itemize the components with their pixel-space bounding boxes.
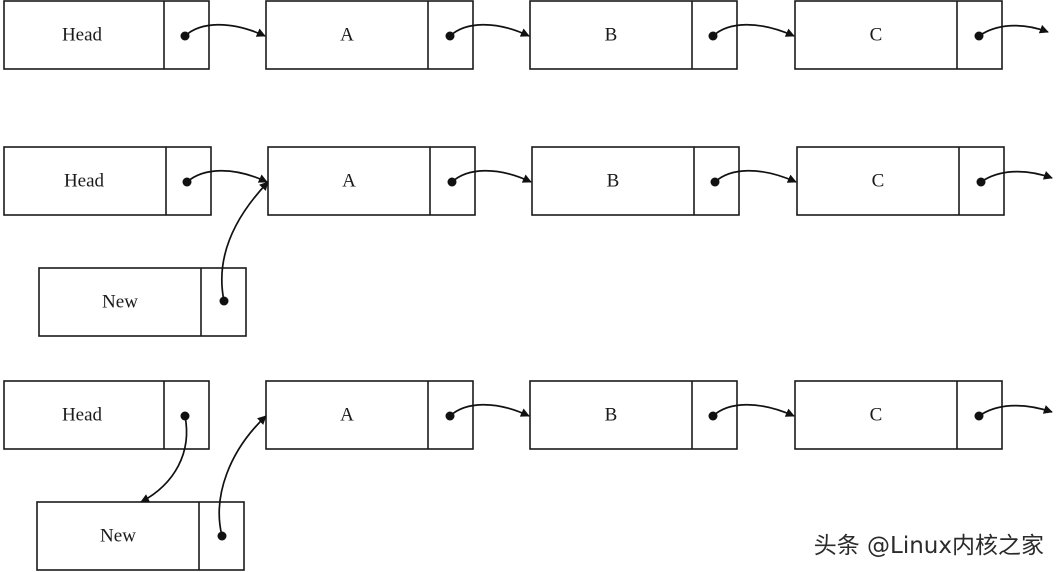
arrow-head-to-new [140, 415, 188, 503]
arrow-c-to-next [980, 170, 1053, 183]
node-label: New [102, 292, 138, 313]
node-label: A [340, 405, 354, 426]
row-1-node-a: A [265, 0, 474, 70]
node-label: A [342, 171, 356, 192]
arrow-new-to-a [220, 181, 269, 302]
row-2-new-node: New [38, 267, 247, 337]
node-label: Head [64, 171, 105, 192]
arrow-a-to-b [451, 169, 532, 183]
row-3-node-c: C [794, 380, 1003, 450]
arrow-c-to-next [978, 24, 1049, 37]
watermark: 头条 @Linux内核之家 [813, 533, 1044, 559]
arrow-a-to-b [449, 23, 530, 37]
row-1-initial-list: Head A B C [3, 0, 1049, 70]
node-label: New [100, 526, 136, 547]
arrow-b-to-c [714, 169, 797, 183]
arrow-a-to-b [449, 403, 530, 417]
row-3-new-node: New [36, 501, 245, 571]
row-2-head-node: Head [3, 146, 212, 216]
node-label: B [607, 171, 620, 192]
arrow-head-to-a [186, 169, 268, 183]
row-3-head-node: Head [3, 380, 210, 450]
arrow-head-to-a [184, 23, 266, 37]
arrow-c-to-next [978, 404, 1053, 417]
node-label: Head [62, 25, 103, 46]
row-2-new-points-to-a: Head A B C New [3, 146, 1053, 337]
node-label: Head [62, 405, 103, 426]
row-1-head-node: Head [3, 0, 210, 70]
node-label: B [605, 405, 618, 426]
row-3-node-a: A [265, 380, 474, 450]
node-label: C [870, 405, 883, 426]
node-label: C [870, 25, 883, 46]
node-label: C [872, 171, 885, 192]
arrow-b-to-c [712, 403, 795, 417]
row-1-node-c: C [794, 0, 1003, 70]
arrow-b-to-c [712, 23, 795, 37]
row-3-node-b: B [529, 380, 738, 450]
node-label: B [605, 25, 618, 46]
node-label: A [340, 25, 354, 46]
row-1-node-b: B [529, 0, 738, 70]
row-2-node-c: C [796, 146, 1005, 216]
row-2-node-b: B [531, 146, 740, 216]
arrow-new-to-a [218, 415, 267, 537]
row-3-head-points-to-new: Head A B C New [3, 380, 1053, 571]
row-2-node-a: A [267, 146, 476, 216]
